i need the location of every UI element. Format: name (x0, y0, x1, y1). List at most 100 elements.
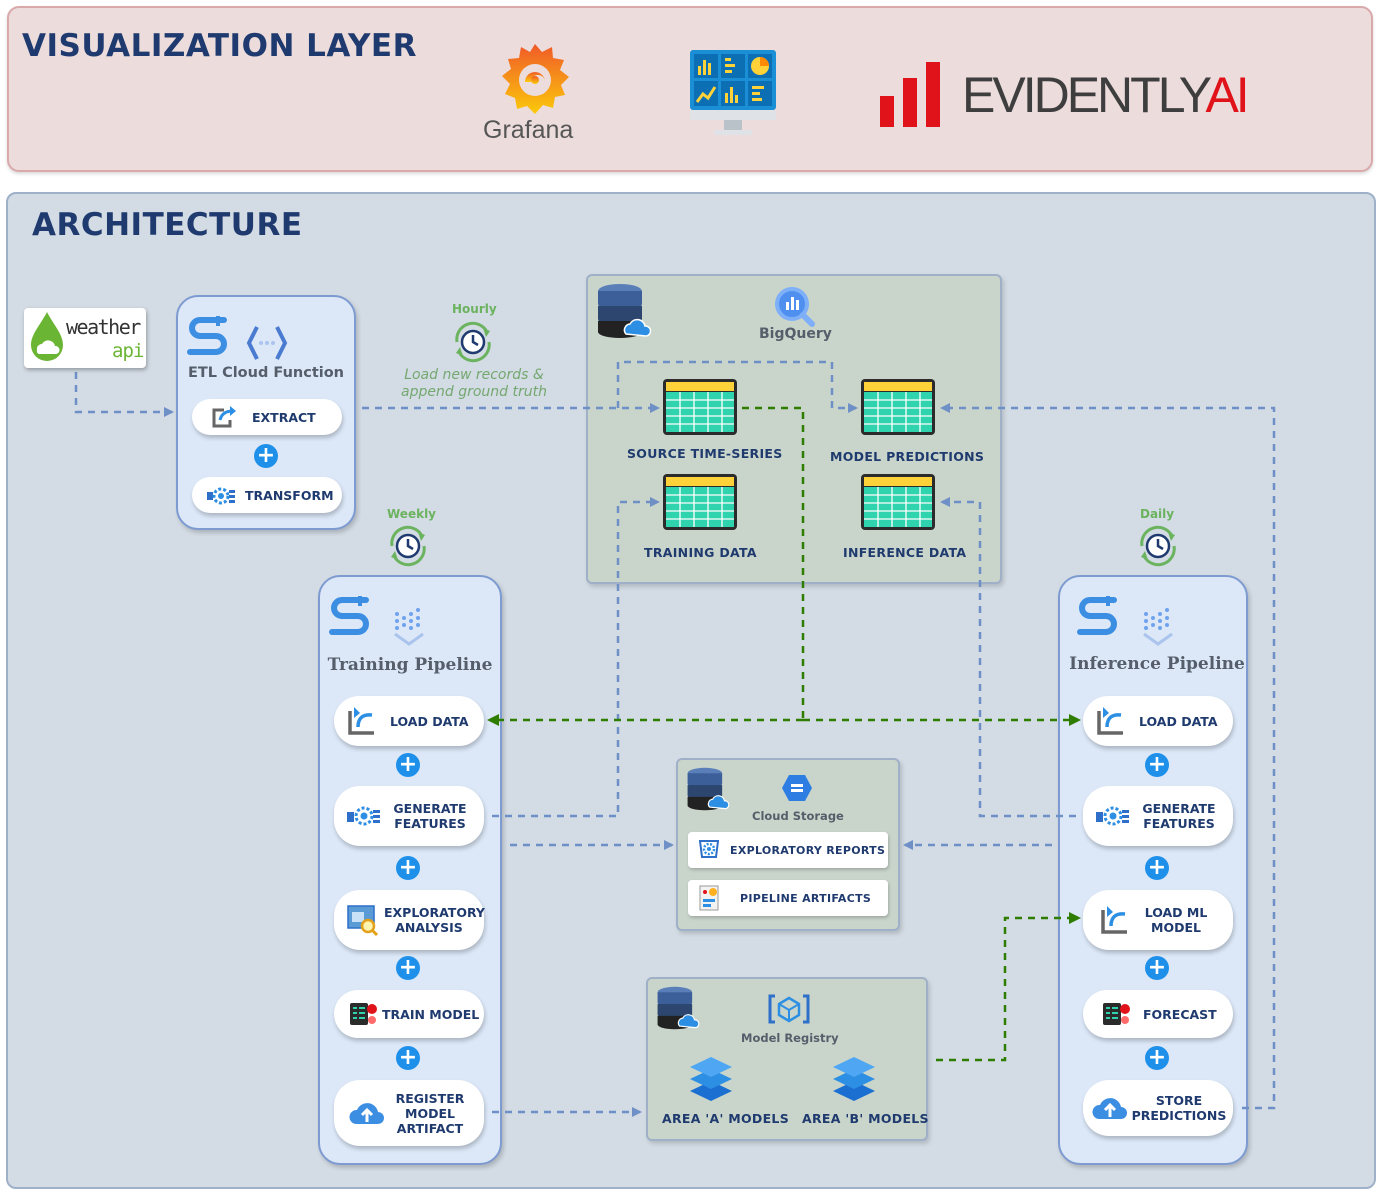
visualization-layer-title: VISUALIZATION LAYER (22, 28, 417, 64)
model-predictions-label: MODEL PREDICTIONS (830, 449, 985, 464)
registry-to-load-model-connector (936, 912, 1081, 1062)
artifacts-icon (699, 885, 719, 911)
storage-database-icon (687, 767, 730, 811)
inference-generate-features-step[interactable]: GENERATE FEATURES (1083, 786, 1233, 846)
feature-gear-icon (1096, 806, 1129, 826)
grafana-logo: Grafana (480, 38, 590, 150)
transform-gear-icon (207, 487, 235, 505)
source-time-series-label: SOURCE TIME-SERIES (627, 446, 783, 461)
load-ml-line1: LOAD ML (1144, 905, 1208, 920)
etl-title: ETL Cloud Function (187, 365, 345, 381)
extract-label: EXTRACT (252, 409, 316, 425)
inference-generate-features-label: GENERATE FEATURES (1139, 801, 1219, 831)
transform-step[interactable]: TRANSFORM (192, 477, 342, 513)
store-predictions-step[interactable]: STORE PREDICTIONS (1083, 1080, 1233, 1136)
registry-database-icon (657, 986, 700, 1030)
hourly-note-line2: append ground truth (401, 384, 547, 400)
dashboard-monitor-icon (686, 48, 780, 140)
database-icon (598, 284, 652, 338)
weather-api-logo: weather api (24, 308, 146, 368)
bigquery-title: BigQuery (759, 326, 832, 342)
plus-icon: + (1145, 956, 1169, 980)
model-registry-title: Model Registry (741, 1031, 839, 1045)
plus-icon: + (396, 1046, 420, 1070)
evidently-wordmark: EVIDENTLYAI (962, 66, 1250, 124)
exploratory-analysis-step[interactable]: EXPLORATORY ANALYSIS (334, 890, 485, 950)
forecast-label: FORECAST (1143, 1006, 1217, 1022)
register-model-label: REGISTER MODEL ARTIFACT (390, 1091, 470, 1136)
extract-step[interactable]: EXTRACT (192, 399, 342, 435)
model-registry-icon (768, 994, 810, 1024)
register-line2: MODEL (405, 1105, 455, 1121)
load-model-icon (1101, 906, 1127, 934)
load-ml-model-step[interactable]: LOAD ML MODEL (1083, 890, 1233, 950)
inference-features-to-inference-data-connector (940, 497, 1076, 818)
inference-pipeline-title: Inference Pipeline (1069, 654, 1245, 674)
area-b-models-label: AREA 'B' MODELS (802, 1111, 929, 1126)
training-generate-features-label: GENERATE FEATURES (390, 801, 470, 831)
training-data-label: TRAINING DATA (644, 545, 757, 560)
exploratory-reports-label: EXPLORATORY REPORTS (730, 843, 886, 857)
exploratory-analysis-label: EXPLORATORY ANALYSIS (384, 905, 485, 935)
store-predictions-to-model-predictions-connector (940, 403, 1276, 1110)
inference-load-data-step[interactable]: LOAD DATA (1083, 696, 1233, 746)
area-b-models-icon (833, 1057, 875, 1101)
inference-generate-line2: FEATURES (1143, 816, 1215, 831)
cloud-upload-icon (349, 1103, 384, 1124)
training-load-data-step[interactable]: LOAD DATA (334, 696, 484, 746)
load-data-icon (1097, 707, 1123, 735)
inference-vertex-icon (1143, 608, 1173, 646)
forecast-step[interactable]: FORECAST (1083, 990, 1233, 1038)
register-model-step[interactable]: REGISTER MODEL ARTIFACT (334, 1080, 484, 1146)
register-line3: ARTIFACT (396, 1120, 464, 1136)
train-model-step[interactable]: TRAIN MODEL (334, 990, 484, 1038)
weather-to-etl-connector (74, 372, 174, 417)
pipeline-artifacts-label: PIPELINE ARTIFACTS (740, 891, 872, 905)
source-to-predictions-connector (616, 360, 858, 413)
pipeline-artifacts-card[interactable]: PIPELINE ARTIFACTS (688, 880, 888, 916)
training-load-data-label: LOAD DATA (390, 713, 469, 729)
store-line2: PREDICTIONS (1131, 1108, 1227, 1123)
daily-label: Daily (1140, 507, 1175, 521)
load-ml-line2: MODEL (1151, 920, 1201, 935)
weekly-label: Weekly (387, 507, 437, 521)
exploratory-analysis-icon (347, 905, 379, 936)
training-vertex-icon (394, 608, 424, 646)
predictions-table-icon (861, 379, 935, 435)
plus-icon: + (1145, 753, 1169, 777)
cloud-storage-icon (782, 775, 812, 801)
transform-label: TRANSFORM (245, 487, 334, 503)
features-to-training-data-connector (492, 497, 660, 818)
grafana-icon (502, 44, 569, 114)
weather-drop-icon (31, 312, 63, 361)
plus-icon: + (1145, 856, 1169, 880)
plus-icon: + (254, 444, 278, 468)
grafana-label: Grafana (483, 116, 574, 144)
evidently-bars-icon (880, 62, 940, 127)
evidently-ai-logo: EVIDENTLYAI (878, 58, 1278, 132)
training-generate-features-step[interactable]: GENERATE FEATURES (334, 786, 484, 846)
hourly-clock-icon (455, 321, 491, 363)
area-a-models-icon (690, 1057, 732, 1101)
weekly-clock-icon (390, 525, 426, 567)
inference-data-label: INFERENCE DATA (843, 545, 967, 560)
load-ml-model-label: LOAD ML MODEL (1141, 905, 1211, 935)
plus-icon: + (1145, 1046, 1169, 1070)
hourly-label: Hourly (452, 302, 497, 316)
store-predictions-label: STORE PREDICTIONS (1131, 1093, 1227, 1123)
model-registry-panel (646, 977, 928, 1141)
weather-word: weather (66, 315, 141, 339)
exploratory-reports-card[interactable]: EXPLORATORY REPORTS (688, 832, 888, 868)
evidently-ai-text: AI (1205, 67, 1249, 123)
store-line1: STORE (1155, 1093, 1203, 1108)
source-table-icon (663, 379, 737, 435)
training-generate-line2: FEATURES (394, 816, 466, 831)
evidently-text: EVIDENTLY (962, 67, 1208, 123)
cloud-upload-icon (1092, 1098, 1127, 1119)
cloud-storage-title: Cloud Storage (752, 809, 844, 823)
reports-icon (698, 840, 720, 858)
area-a-models-label: AREA 'A' MODELS (662, 1111, 789, 1126)
feature-gear-icon (347, 806, 380, 826)
weather-api-word: api (112, 340, 144, 362)
